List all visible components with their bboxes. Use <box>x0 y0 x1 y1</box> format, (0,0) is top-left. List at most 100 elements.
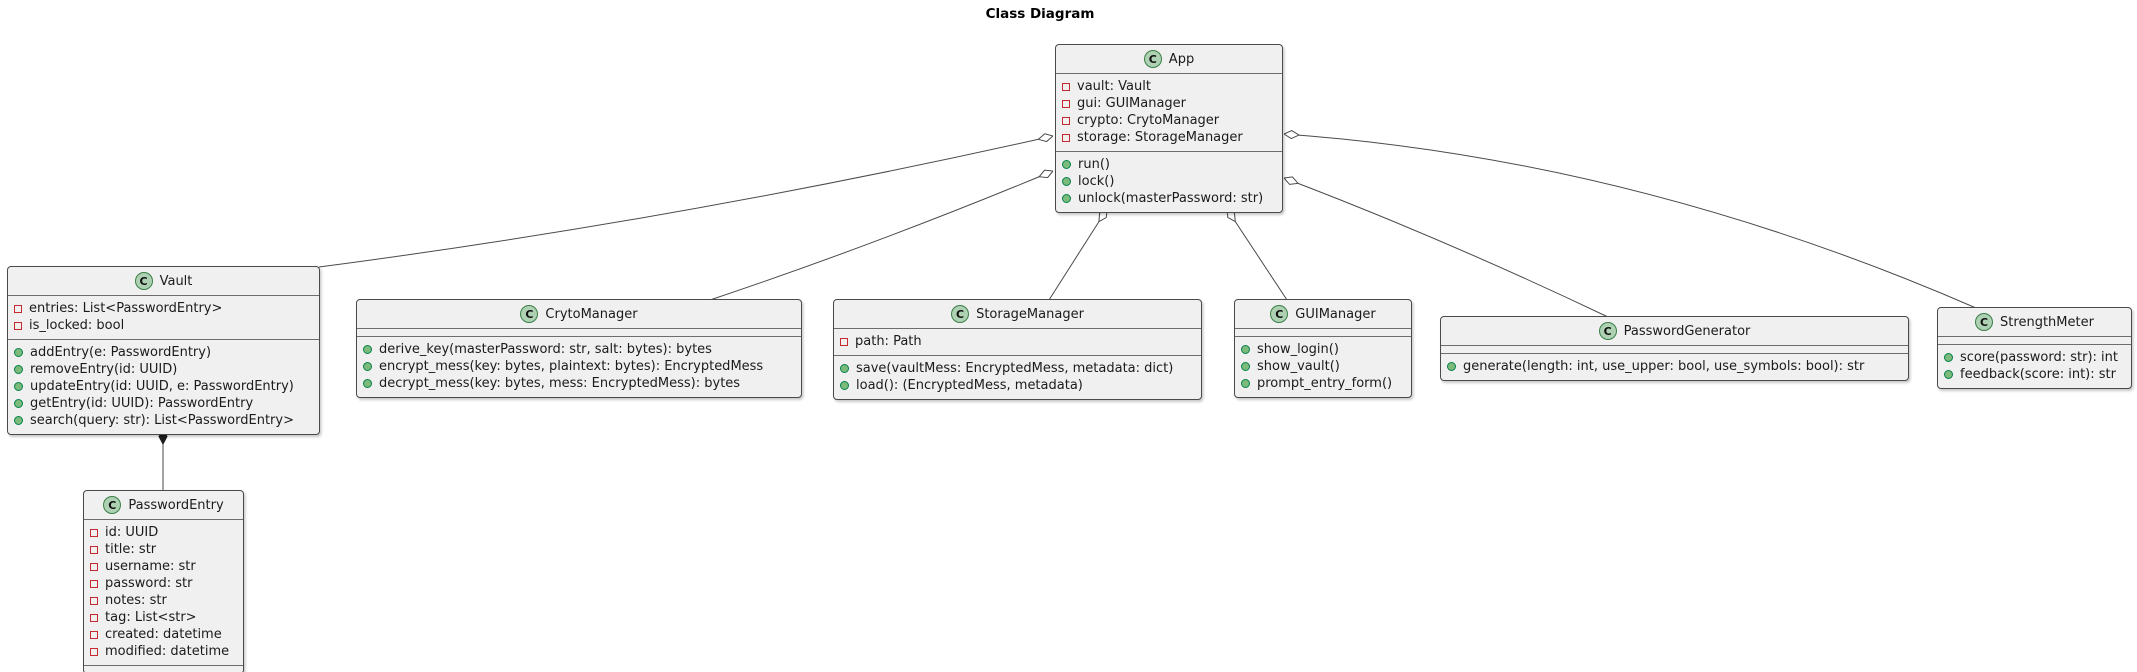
public-method-icon <box>14 416 23 425</box>
class-name: Vault <box>159 273 193 289</box>
method-row: decrypt_mess(key: bytes, mess: Encrypted… <box>363 375 793 392</box>
public-method-icon <box>1447 362 1456 371</box>
methods-compartment: derive_key(masterPassword: str, salt: by… <box>357 336 801 397</box>
attribute-text: entries: List<PasswordEntry> <box>29 301 223 316</box>
edge-app-guimanager-aggregation <box>1227 209 1288 301</box>
attrs-compartment: entries: List<PasswordEntry>is_locked: b… <box>8 296 319 339</box>
attribute-row: title: str <box>90 541 235 558</box>
attribute-text: tag: List<str> <box>105 610 197 625</box>
attribute-text: created: datetime <box>105 627 222 642</box>
method-row: score(password: str): int <box>1944 349 2123 366</box>
methods-compartment: run()lock() unlock(masterPassword: str) <box>1056 151 1282 212</box>
attribute-text: username: str <box>105 559 196 574</box>
method-row: load(): (EncryptedMess, metadata) <box>840 377 1193 394</box>
attribute-row: path: Path <box>840 333 1193 350</box>
method-row: feedback(score: int): str <box>1944 366 2123 383</box>
class-stereotype-icon: C <box>1270 305 1289 323</box>
method-text: feedback(score: int): str <box>1960 367 2116 382</box>
private-field-icon <box>90 613 98 622</box>
attribute-text: password: str <box>105 576 193 591</box>
attribute-row: entries: List<PasswordEntry> <box>14 300 311 317</box>
methods-compartment: addEntry(e: PasswordEntry) removeEntry(id… <box>8 339 319 434</box>
attribute-text: notes: str <box>105 593 167 608</box>
method-text: score(password: str): int <box>1960 350 2118 365</box>
public-method-icon <box>363 345 372 354</box>
method-text: save(vaultMess: EncryptedMess, metadata:… <box>856 361 1174 376</box>
attribute-text: gui: GUIManager <box>1077 96 1187 111</box>
public-method-icon <box>1944 370 1953 379</box>
attrs-compartment <box>1441 346 1908 353</box>
public-method-icon <box>14 382 23 391</box>
public-method-icon <box>1062 160 1071 169</box>
method-text: generate(length: int, use_upper: bool, u… <box>1463 359 1865 374</box>
private-field-icon <box>90 579 98 588</box>
private-field-icon <box>90 545 98 554</box>
method-row: derive_key(masterPassword: str, salt: by… <box>363 341 793 358</box>
method-row: show_vault() <box>1241 358 1403 375</box>
attribute-row: gui: GUIManager <box>1062 95 1274 112</box>
attribute-text: path: Path <box>855 334 922 349</box>
class-stereotype-icon: C <box>951 305 970 323</box>
attribute-text: id: UUID <box>105 525 159 540</box>
attribute-row: storage: StorageManager <box>1062 129 1274 146</box>
private-field-icon <box>1062 99 1070 108</box>
method-text: derive_key(masterPassword: str, salt: by… <box>379 342 712 357</box>
private-field-icon <box>1062 133 1070 142</box>
edge-app-crytomanager-aggregation <box>709 171 1053 301</box>
method-row: show_login() <box>1241 341 1403 358</box>
method-text: show_login() <box>1257 342 1339 357</box>
method-text: addEntry(e: PasswordEntry) <box>30 345 212 360</box>
attribute-text: storage: StorageManager <box>1077 130 1243 145</box>
method-text: load(): (EncryptedMess, metadata) <box>856 378 1083 393</box>
private-field-icon <box>14 321 22 330</box>
private-field-icon <box>840 337 848 346</box>
private-field-icon <box>14 304 22 313</box>
public-method-icon <box>1062 194 1071 203</box>
public-method-icon <box>1944 353 1953 362</box>
method-row: run() <box>1062 156 1274 173</box>
attribute-row: is_locked: bool <box>14 317 311 334</box>
class-name: CrytoManager <box>545 306 638 322</box>
method-text: lock() <box>1078 174 1115 189</box>
method-row: removeEntry(id: UUID) <box>14 361 311 378</box>
attribute-text: crypto: CrytoManager <box>1077 113 1220 128</box>
method-row: lock() <box>1062 173 1274 190</box>
public-method-icon <box>1241 345 1250 354</box>
attribute-row: modified: datetime <box>90 643 235 660</box>
method-row: getEntry(id: UUID): PasswordEntry <box>14 395 311 412</box>
method-text: unlock(masterPassword: str) <box>1078 191 1264 206</box>
edge-app-storagemanager-aggregation <box>1048 209 1107 301</box>
public-method-icon <box>1241 379 1250 388</box>
method-text: removeEntry(id: UUID) <box>30 362 178 377</box>
edge-app-vault-aggregation <box>318 136 1053 268</box>
diagram-title: Class Diagram <box>985 6 1095 22</box>
public-method-icon <box>363 362 372 371</box>
attrs-compartment: path: Path <box>834 329 1201 355</box>
method-row: updateEntry(id: UUID, e: PasswordEntry) <box>14 378 311 395</box>
public-method-icon <box>1241 362 1250 371</box>
method-row: search(query: str): List<PasswordEntry> <box>14 412 311 429</box>
methods-compartment: generate(length: int, use_upper: bool, u… <box>1441 353 1908 380</box>
private-field-icon <box>90 596 98 605</box>
private-field-icon <box>90 562 98 571</box>
method-text: getEntry(id: UUID): PasswordEntry <box>30 396 254 411</box>
attribute-row: crypto: CrytoManager <box>1062 112 1274 129</box>
method-row: encrypt_mess(key: bytes, plaintext: byte… <box>363 358 793 375</box>
